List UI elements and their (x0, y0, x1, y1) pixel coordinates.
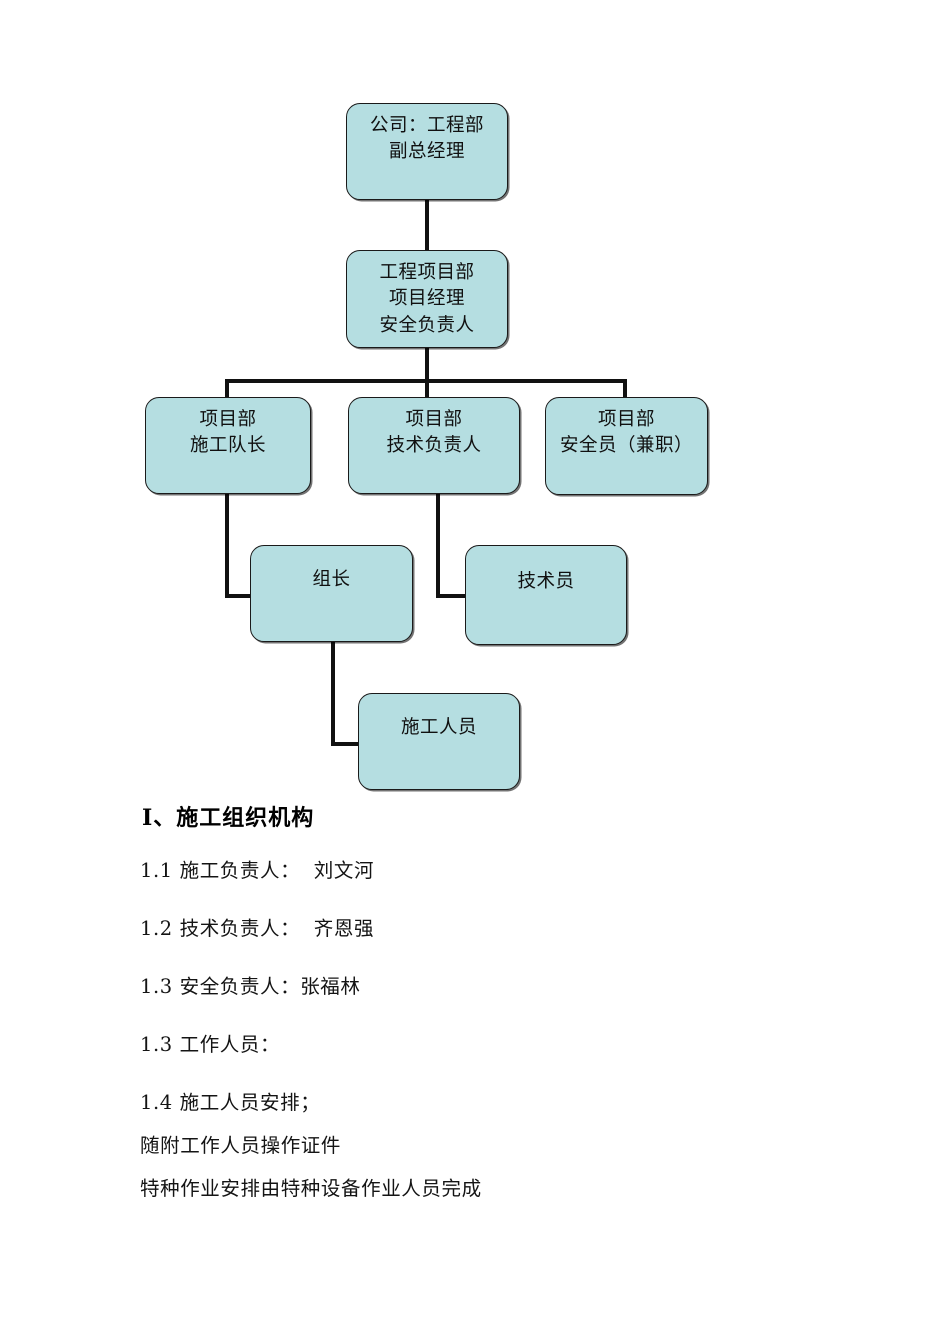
connector-bus-to-team-leader (225, 379, 229, 399)
node-vp-label: 公司：工程部 副总经理 (369, 115, 484, 163)
connector-group-leader-to-workers (331, 742, 373, 746)
paragraph-certificates: 随附工作人员操作证件 (140, 1134, 342, 1157)
document-body: Ⅰ、施工组织机构 1.1 施工负责人： 刘文河 1.2 技术负责人： 齐恩强 1… (140, 800, 900, 1230)
paragraph-staff: 1.3 工作人员： (140, 1033, 281, 1056)
paragraph-construction-lead: 1.1 施工负责人： 刘文河 (140, 859, 375, 882)
node-safety-officer[interactable]: 项目部 安全员（兼职） (545, 397, 708, 495)
node-tech-lead[interactable]: 项目部 技术负责人 (348, 397, 520, 494)
section-heading: Ⅰ、施工组织机构 (142, 805, 315, 831)
node-vp[interactable]: 公司：工程部 副总经理 (346, 103, 508, 200)
node-project-mgr[interactable]: 工程项目部 项目经理 安全负责人 (346, 250, 508, 348)
connector-team-leader-to-group-leader (225, 594, 265, 598)
connector-bus-to-safety-officer (623, 379, 627, 399)
connector-vp-to-project-mgr (425, 199, 429, 251)
connector-tech-lead-drop (436, 492, 440, 598)
connector-team-leader-drop (225, 492, 229, 598)
node-safety-officer-label: 项目部 安全员（兼职） (559, 409, 693, 457)
node-technician-label: 技术员 (517, 570, 575, 592)
connector-project-mgr-stem (425, 347, 429, 382)
node-group-leader[interactable]: 组长 (250, 545, 413, 642)
paragraph-worker-arrangement: 1.4 施工人员安排； (140, 1091, 321, 1114)
node-technician[interactable]: 技术员 (465, 545, 627, 645)
connector-bus-to-tech-lead (425, 379, 429, 399)
node-group-leader-label: 组长 (312, 569, 351, 591)
node-team-leader[interactable]: 项目部 施工队长 (145, 397, 311, 494)
paragraph-technical-lead: 1.2 技术负责人： 齐恩强 (140, 917, 375, 940)
node-project-mgr-label: 工程项目部 项目经理 安全负责人 (379, 262, 475, 336)
connector-tech-lead-to-technician (436, 594, 480, 598)
node-tech-lead-label: 项目部 技术负责人 (386, 409, 482, 457)
paragraph-safety-lead: 1.3 安全负责人：张福林 (140, 975, 361, 998)
node-team-leader-label: 项目部 施工队长 (189, 409, 266, 457)
paragraph-special-operations: 特种作业安排由特种设备作业人员完成 (140, 1177, 482, 1200)
node-workers[interactable]: 施工人员 (358, 693, 520, 790)
organization-chart: 公司：工程部 副总经理 工程项目部 项目经理 安全负责人 项目部 施工队长 项目… (145, 103, 708, 790)
node-workers-label: 施工人员 (400, 717, 477, 739)
connector-group-leader-drop (331, 640, 335, 746)
